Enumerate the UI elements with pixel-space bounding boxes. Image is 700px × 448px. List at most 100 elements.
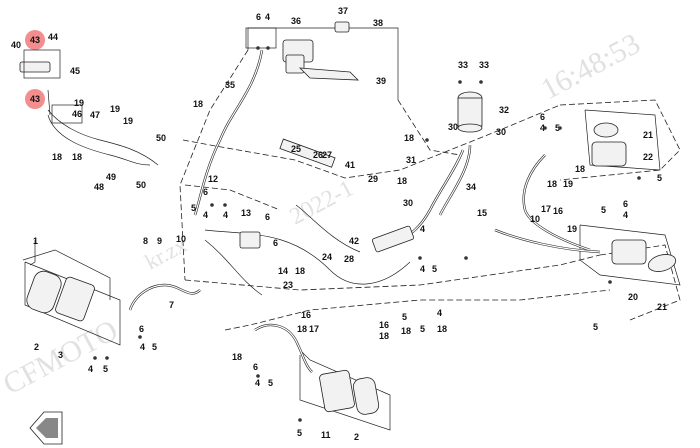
hose-box bbox=[51, 104, 83, 124]
callout-24: 24 bbox=[322, 252, 332, 262]
callout-5: 5 bbox=[191, 203, 196, 213]
callout-19: 19 bbox=[567, 224, 577, 234]
callout-18: 18 bbox=[437, 324, 447, 334]
callout-17: 17 bbox=[309, 324, 319, 334]
brake-calipers bbox=[19, 61, 677, 415]
callout-14: 14 bbox=[278, 266, 288, 276]
callout-23: 23 bbox=[283, 280, 293, 290]
callout-21: 21 bbox=[657, 302, 667, 312]
watermark-date: 2022-1 bbox=[286, 175, 358, 230]
callout-33: 33 bbox=[479, 60, 489, 70]
callout-2: 2 bbox=[34, 342, 39, 352]
callout-33: 33 bbox=[458, 60, 468, 70]
callout-4: 4 bbox=[623, 210, 628, 220]
callout-4: 4 bbox=[203, 210, 208, 220]
callout-13: 13 bbox=[241, 208, 251, 218]
callout-5: 5 bbox=[297, 428, 302, 438]
callout-15: 15 bbox=[477, 208, 487, 218]
callout-20: 20 bbox=[628, 292, 638, 302]
callout-6: 6 bbox=[265, 212, 270, 222]
callout-18: 18 bbox=[397, 176, 407, 186]
callout-5: 5 bbox=[657, 173, 662, 183]
callout-18: 18 bbox=[232, 352, 242, 362]
callout-10: 10 bbox=[176, 234, 186, 244]
callout-39: 39 bbox=[376, 76, 386, 86]
callout-18: 18 bbox=[575, 164, 585, 174]
callout-41: 41 bbox=[345, 160, 355, 170]
callout-27: 27 bbox=[322, 150, 332, 160]
callout-8: 8 bbox=[143, 236, 148, 246]
callout-18: 18 bbox=[401, 326, 411, 336]
callout-7: 7 bbox=[169, 300, 174, 310]
callout-16: 16 bbox=[379, 320, 389, 330]
master-cylinder-assembly bbox=[282, 21, 483, 133]
callout-19: 19 bbox=[563, 179, 573, 189]
callout-19: 19 bbox=[110, 104, 120, 114]
callout-18: 18 bbox=[295, 266, 305, 276]
watermark-time: 16:48:53 bbox=[536, 27, 646, 106]
callout-6: 6 bbox=[256, 12, 261, 22]
callout-47: 47 bbox=[90, 110, 100, 120]
watermark-layer: CFMOTO 16:48:53 2022-1 kr.zx bbox=[0, 27, 645, 401]
callout-31: 31 bbox=[406, 155, 416, 165]
callout-4: 4 bbox=[255, 378, 260, 388]
callout-5: 5 bbox=[593, 322, 598, 332]
subassembly-box bbox=[23, 49, 61, 79]
callout-3: 3 bbox=[58, 350, 63, 360]
callout-5: 5 bbox=[601, 205, 606, 215]
callout-9: 9 bbox=[157, 236, 162, 246]
callout-6: 6 bbox=[540, 112, 545, 122]
callout-18: 18 bbox=[193, 99, 203, 109]
callout-16: 16 bbox=[553, 206, 563, 216]
callout-30: 30 bbox=[496, 127, 506, 137]
callout-4: 4 bbox=[437, 308, 442, 318]
callout-6: 6 bbox=[273, 238, 278, 248]
callout-18: 18 bbox=[404, 133, 414, 143]
callout-25: 25 bbox=[291, 144, 301, 154]
front-direction-arrow-icon bbox=[29, 411, 63, 445]
callout-4: 4 bbox=[265, 12, 270, 22]
callout-labels: 40 43 44 45 43 19 46 47 19 19 50 18 18 4… bbox=[11, 6, 667, 442]
callout-18: 18 bbox=[379, 331, 389, 341]
callout-6: 6 bbox=[139, 324, 144, 334]
callout-5: 5 bbox=[402, 312, 407, 322]
callout-40: 40 bbox=[11, 40, 21, 50]
callout-26: 26 bbox=[313, 150, 323, 160]
callout-21: 21 bbox=[643, 130, 653, 140]
callout-48: 48 bbox=[94, 182, 104, 192]
highlight-circle-43-bottom bbox=[25, 89, 45, 109]
callout-4: 4 bbox=[420, 264, 425, 274]
callout-6: 6 bbox=[623, 199, 628, 209]
callout-38: 38 bbox=[373, 18, 383, 28]
callout-4: 4 bbox=[420, 224, 425, 234]
brake-hoses bbox=[128, 49, 601, 373]
callout-43-bottom: 43 bbox=[30, 94, 40, 104]
callout-5: 5 bbox=[420, 324, 425, 334]
callout-5: 5 bbox=[555, 123, 560, 133]
callout-10: 10 bbox=[530, 214, 540, 224]
callout-2: 2 bbox=[354, 432, 359, 442]
highlight-circle-43-top bbox=[25, 30, 45, 50]
callout-45: 45 bbox=[70, 66, 80, 76]
callout-50: 50 bbox=[136, 180, 146, 190]
callout-18: 18 bbox=[297, 324, 307, 334]
callout-4: 4 bbox=[88, 364, 93, 374]
callout-28: 28 bbox=[344, 254, 354, 264]
callout-46: 46 bbox=[72, 109, 82, 119]
callout-50: 50 bbox=[156, 133, 166, 143]
assembly-outlines bbox=[22, 27, 681, 431]
callout-44: 44 bbox=[48, 32, 58, 42]
callout-34: 34 bbox=[466, 182, 476, 192]
callout-29: 29 bbox=[368, 174, 378, 184]
callout-30: 30 bbox=[403, 198, 413, 208]
callout-42: 42 bbox=[349, 236, 359, 246]
callout-22: 22 bbox=[643, 152, 653, 162]
callout-6: 6 bbox=[253, 362, 258, 372]
callout-1: 1 bbox=[33, 236, 38, 246]
callout-4: 4 bbox=[223, 210, 228, 220]
callout-4: 4 bbox=[540, 123, 545, 133]
callout-12: 12 bbox=[208, 174, 218, 184]
callout-43-top: 43 bbox=[30, 35, 40, 45]
callout-17: 17 bbox=[541, 204, 551, 214]
